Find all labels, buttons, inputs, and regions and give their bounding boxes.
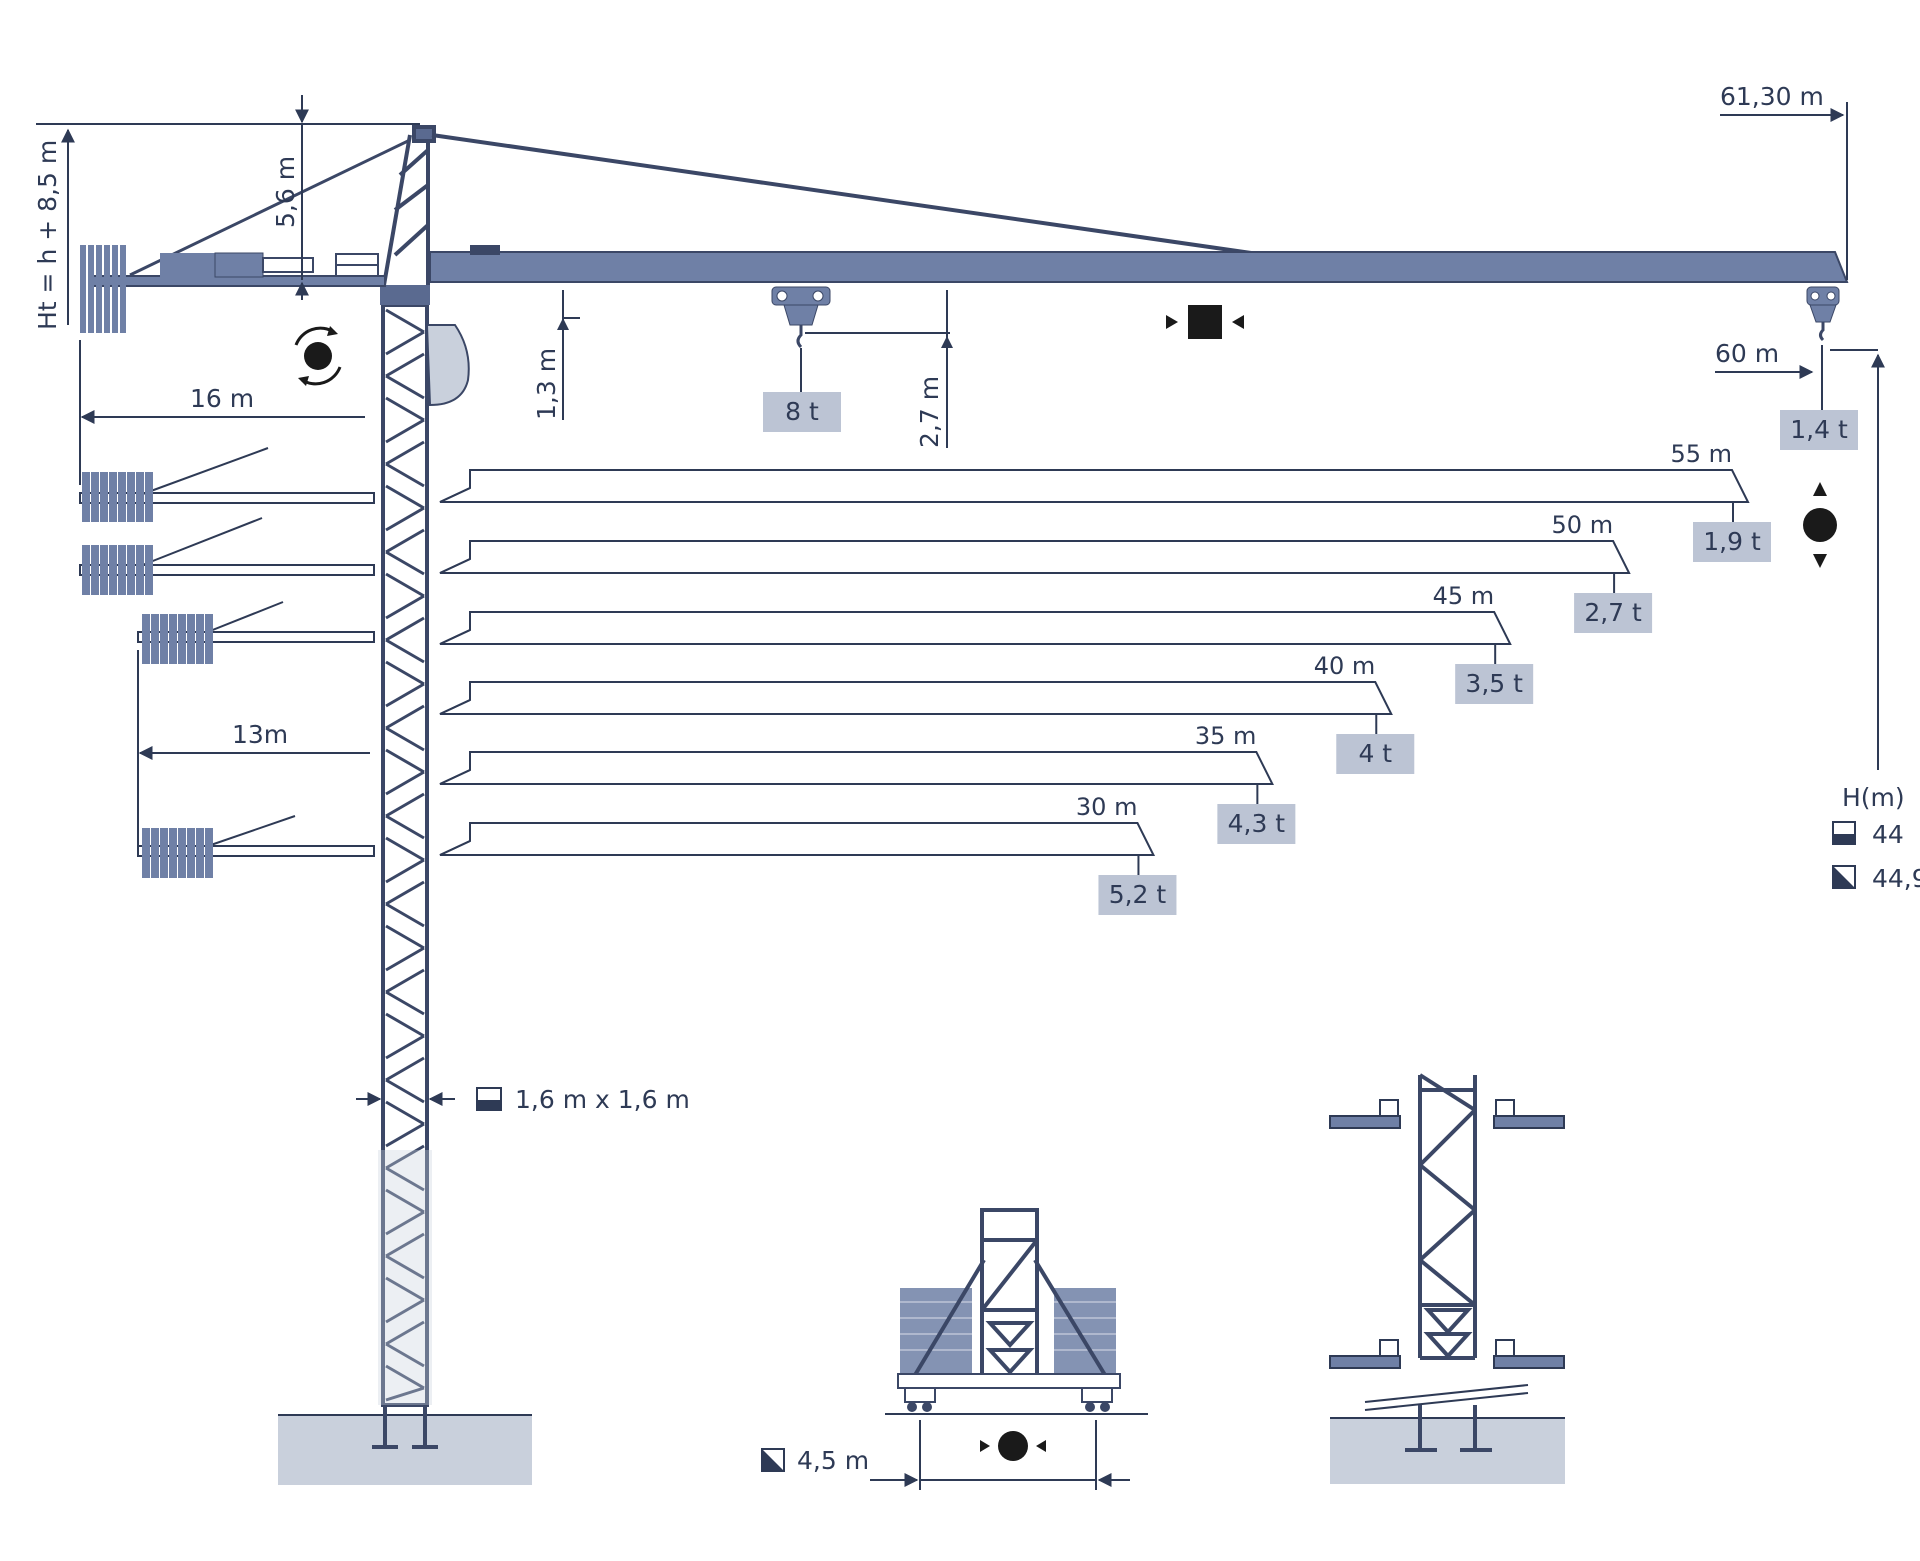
jib-tip-load-label: 2,7 t (1584, 598, 1642, 627)
height-legend-title: H(m) (1842, 783, 1905, 812)
counter-jib (80, 245, 386, 333)
jib-tip-load-label: 4 t (1358, 739, 1392, 768)
mobile-base (885, 1208, 1148, 1415)
jib-config-2: 50 m 2,7 t (439, 511, 1653, 633)
counterweight-variant-4 (142, 828, 213, 878)
jib-config-3: 45 m 3,5 t (439, 582, 1534, 704)
jib-depth-arrowhead (557, 318, 569, 330)
trolley-max-load (771, 286, 831, 349)
trolley-icon (1166, 305, 1244, 339)
jib-config-4: 40 m 4 t (439, 652, 1415, 774)
jib-length-label: 30 m (1076, 793, 1138, 821)
cathead-height-label: 5,6 m (271, 156, 300, 228)
diagonal-base-icon (1832, 865, 1856, 889)
height-legend-value-2: 44,9 (1872, 864, 1920, 893)
counterjib-13m-label: 13m (232, 720, 288, 749)
counterjib-16m-label: 16 m (190, 384, 254, 413)
jib-length-label: 40 m (1314, 652, 1376, 680)
mast-foundation (278, 1415, 532, 1485)
jib-config-6: 30 m 5,2 t (439, 793, 1177, 915)
climbing-mast-section (1329, 1073, 1565, 1484)
trolley-tip (1806, 286, 1840, 342)
hook-offset-label: 2,7 m (915, 376, 944, 448)
jib-length-label: 55 m (1670, 440, 1732, 468)
turntable (380, 285, 470, 407)
mast (372, 303, 438, 1449)
jib-length-label: 35 m (1195, 722, 1257, 750)
jib-pendant (431, 133, 1266, 257)
jib-config-5: 35 m 4,3 t (439, 722, 1296, 844)
counterweight-variant-3 (142, 614, 213, 664)
tip-radius-label: 60 m (1715, 339, 1779, 368)
max-load-label: 8 t (785, 397, 819, 426)
tip-load-tag (1780, 410, 1858, 450)
mast-section-label: 1,6 m x 1,6 m (515, 1085, 690, 1114)
jib-tip-load-label: 5,2 t (1109, 880, 1167, 909)
counterweight-variant-1 (82, 472, 153, 522)
track-gauge-label: 4,5 m (797, 1446, 869, 1475)
hoist-icon (1803, 482, 1837, 568)
counterweight-variant-2 (82, 545, 153, 595)
jib-tip-load-label: 1,9 t (1703, 527, 1761, 556)
counterjib-variants (79, 340, 375, 857)
jib-tip-load-tag (1098, 875, 1177, 915)
jib-tip-load-label: 3,5 t (1465, 669, 1523, 698)
jib-length-label: 50 m (1552, 511, 1614, 539)
diagonal-base-icon-small (761, 1448, 785, 1472)
jib-tip-load-tag (1574, 593, 1653, 633)
tip-load-label: 1,4 t (1790, 415, 1848, 444)
jib-tip-load-tag (1455, 664, 1534, 704)
slewing-icon (294, 326, 342, 386)
jib-config-1: 55 m 1,9 t (439, 440, 1771, 562)
counterweight-main (80, 245, 126, 333)
cathead (382, 125, 436, 286)
jib-tip-load-tag (1336, 734, 1415, 774)
jib-tip-load-tag (1693, 522, 1771, 562)
counterjib-pendant (129, 138, 411, 277)
travel-icon (980, 1431, 1046, 1461)
mast-section-icon-small (476, 1087, 502, 1111)
height-legend-value-1: 44 (1872, 820, 1904, 849)
jib-tip-load-label: 4,3 t (1228, 809, 1286, 838)
max-radius-label: 61,30 m (1720, 82, 1824, 111)
mast-section-icon (1832, 821, 1856, 845)
jib-length-label: 45 m (1433, 582, 1495, 610)
hook-offset-arrowhead (941, 336, 953, 348)
jib-tip-load-tag (1217, 804, 1296, 844)
max-load-tag (763, 392, 841, 432)
height-formula-label: Ht = h + 8,5 m (33, 140, 62, 330)
jib (429, 245, 1849, 283)
jib-depth-label: 1,3 m (532, 348, 561, 420)
